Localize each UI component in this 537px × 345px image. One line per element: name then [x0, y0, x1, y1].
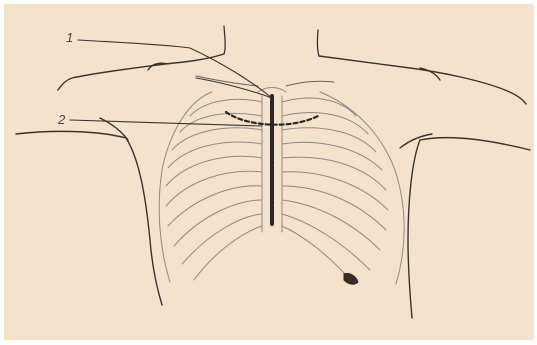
label-1: 1	[66, 30, 73, 45]
paper-background	[4, 4, 534, 340]
label-2: 2	[57, 112, 66, 127]
